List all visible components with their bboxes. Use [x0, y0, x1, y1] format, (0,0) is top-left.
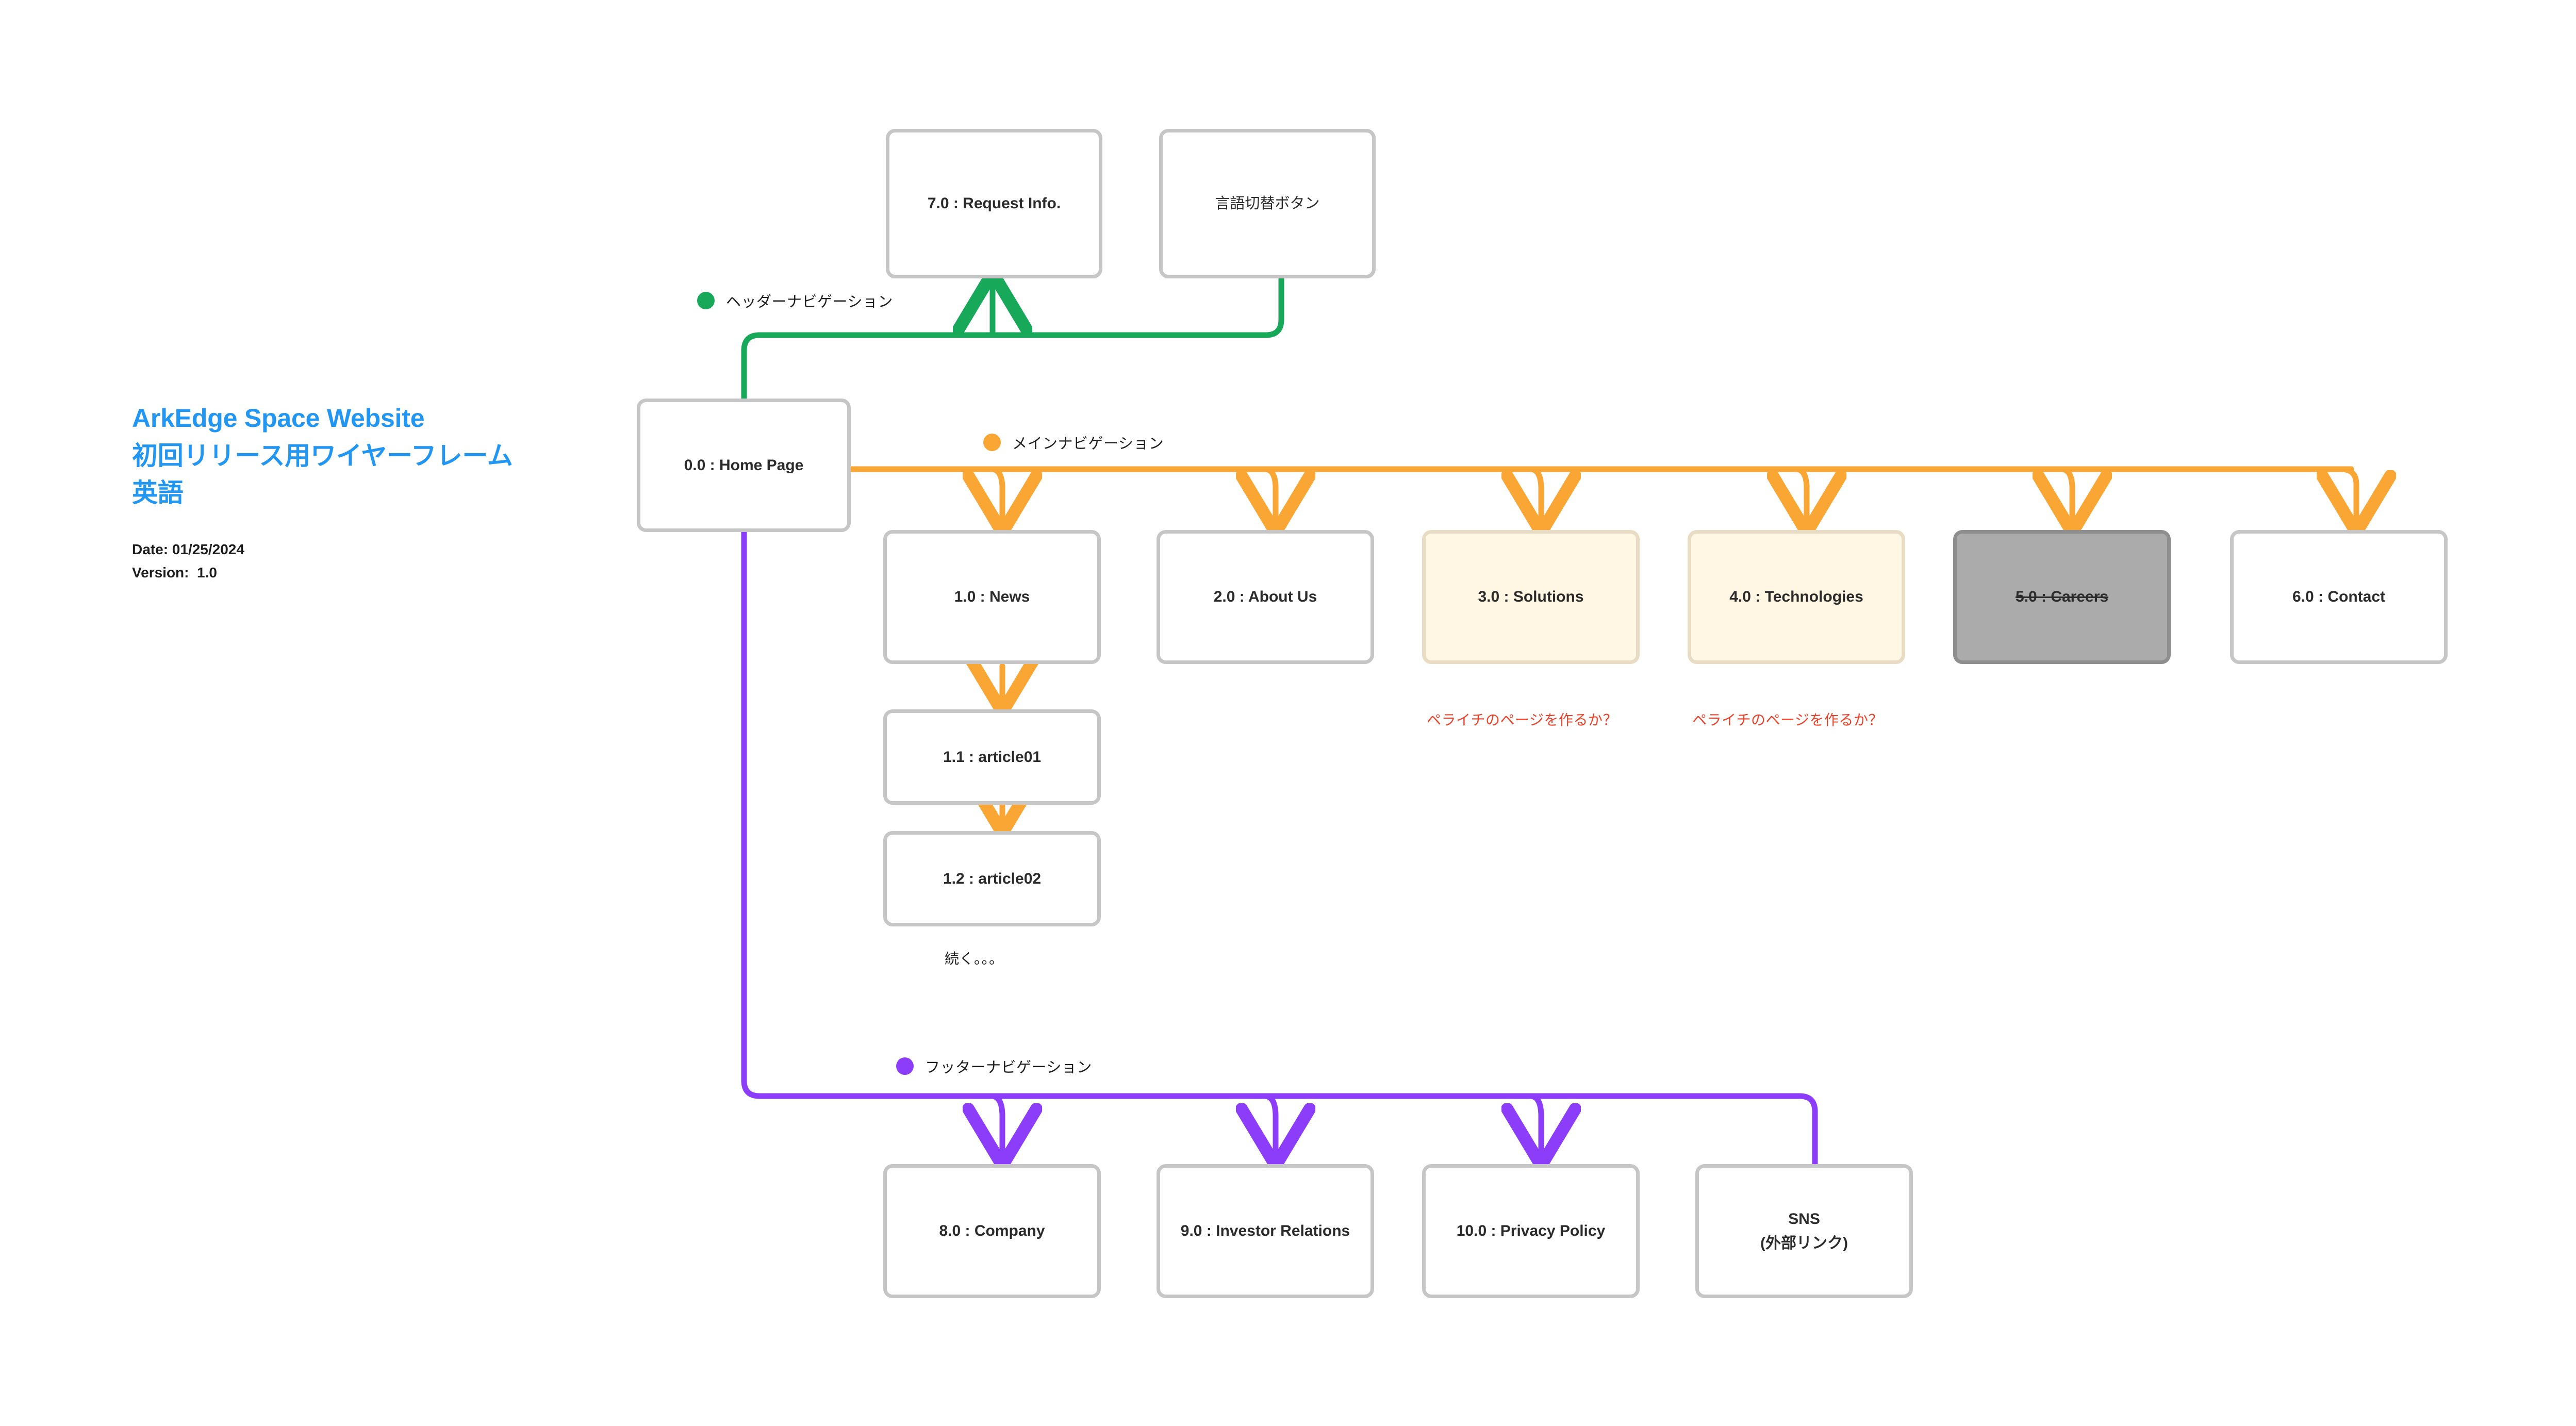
legend-dot-icon: [896, 1057, 914, 1075]
annotation-continue: 続く。。。: [945, 951, 1004, 967]
node-article02[interactable]: 1.2 : article02: [883, 831, 1101, 926]
title-line-1: ArkEdge Space Website: [132, 404, 425, 433]
annotation-technologies-note: ペライチのページを作るか？: [1692, 712, 1883, 728]
node-label: 2.0 : About Us: [1213, 588, 1317, 606]
node-label: 1.2 : article02: [943, 870, 1042, 887]
version-label: Version: 1.0: [132, 565, 217, 581]
node-technologies[interactable]: 4.0 : Technologies: [1688, 530, 1905, 664]
node-label: 3.0 : Solutions: [1478, 588, 1584, 606]
node-label: 8.0 : Company: [939, 1222, 1045, 1240]
date-label: Date: 01/25/2024: [132, 541, 244, 557]
node-sns-external-link[interactable]: SNS (外部リンク): [1695, 1164, 1913, 1298]
node-careers[interactable]: 5.0 : Careers: [1953, 530, 2171, 664]
node-solutions[interactable]: 3.0 : Solutions: [1422, 530, 1640, 664]
node-label: 0.0 : Home Page: [684, 456, 804, 474]
node-label: 10.0 : Privacy Policy: [1456, 1222, 1606, 1240]
node-language-toggle[interactable]: 言語切替ボタン: [1159, 129, 1376, 278]
title-line-3: 英語: [132, 478, 184, 507]
node-label: 1.0 : News: [954, 588, 1030, 606]
annotation-solutions-note: ペライチのページを作るか？: [1427, 712, 1617, 728]
document-meta: Date: 01/25/2024 Version: 1.0: [132, 538, 244, 585]
legend-footer-nav-label: フッターナビゲーション: [925, 1059, 1092, 1076]
node-label: 1.1 : article01: [943, 748, 1042, 766]
legend-header-nav-label: ヘッダーナビゲーション: [726, 294, 893, 310]
node-label: 言語切替ボタン: [1215, 195, 1320, 212]
page-title: ArkEdge Space Website 初回リリース用ワイヤーフレーム 英語: [132, 400, 524, 512]
node-label: 4.0 : Technologies: [1729, 588, 1863, 606]
node-request-info[interactable]: 7.0 : Request Info.: [886, 129, 1102, 278]
node-label: 9.0 : Investor Relations: [1180, 1222, 1350, 1240]
node-article01[interactable]: 1.1 : article01: [883, 709, 1101, 805]
node-privacy-policy[interactable]: 10.0 : Privacy Policy: [1422, 1164, 1640, 1298]
legend-footer-nav: フッターナビゲーション: [896, 1055, 1092, 1077]
node-investor-relations[interactable]: 9.0 : Investor Relations: [1157, 1164, 1374, 1298]
node-label-secondary: (外部リンク): [1760, 1235, 1848, 1252]
node-home-page[interactable]: 0.0 : Home Page: [637, 399, 851, 532]
legend-dot-icon: [697, 292, 715, 309]
legend-main-nav-label: メインナビゲーション: [1012, 436, 1164, 452]
title-line-2: 初回リリース用ワイヤーフレーム: [132, 441, 513, 470]
node-company[interactable]: 8.0 : Company: [883, 1164, 1101, 1298]
legend-dot-icon: [983, 434, 1001, 451]
legend-header-nav: ヘッダーナビゲーション: [697, 290, 893, 311]
legend-main-nav: メインナビゲーション: [983, 432, 1164, 453]
node-label: 6.0 : Contact: [2292, 588, 2386, 606]
node-label-primary: SNS: [1788, 1210, 1820, 1228]
node-about-us[interactable]: 2.0 : About Us: [1157, 530, 1374, 664]
node-news[interactable]: 1.0 : News: [883, 530, 1101, 664]
node-label: 5.0 : Careers: [2015, 588, 2109, 606]
node-label: 7.0 : Request Info.: [927, 195, 1061, 212]
node-contact[interactable]: 6.0 : Contact: [2230, 530, 2448, 664]
